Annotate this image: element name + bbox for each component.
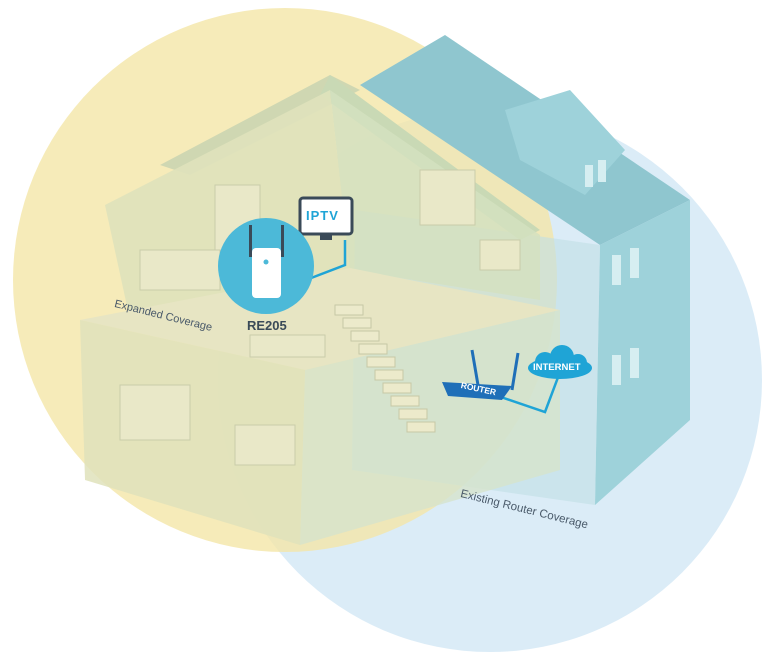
- cloud-icon: [528, 345, 592, 379]
- router-icon: [442, 349, 520, 400]
- extender-icon: [218, 218, 314, 314]
- link-router-internet: [494, 371, 562, 414]
- tv-icon: [298, 196, 354, 240]
- device-label: RE205: [247, 318, 287, 333]
- internet-label: INTERNET: [533, 362, 581, 373]
- iptv-label: IPTV: [306, 208, 339, 223]
